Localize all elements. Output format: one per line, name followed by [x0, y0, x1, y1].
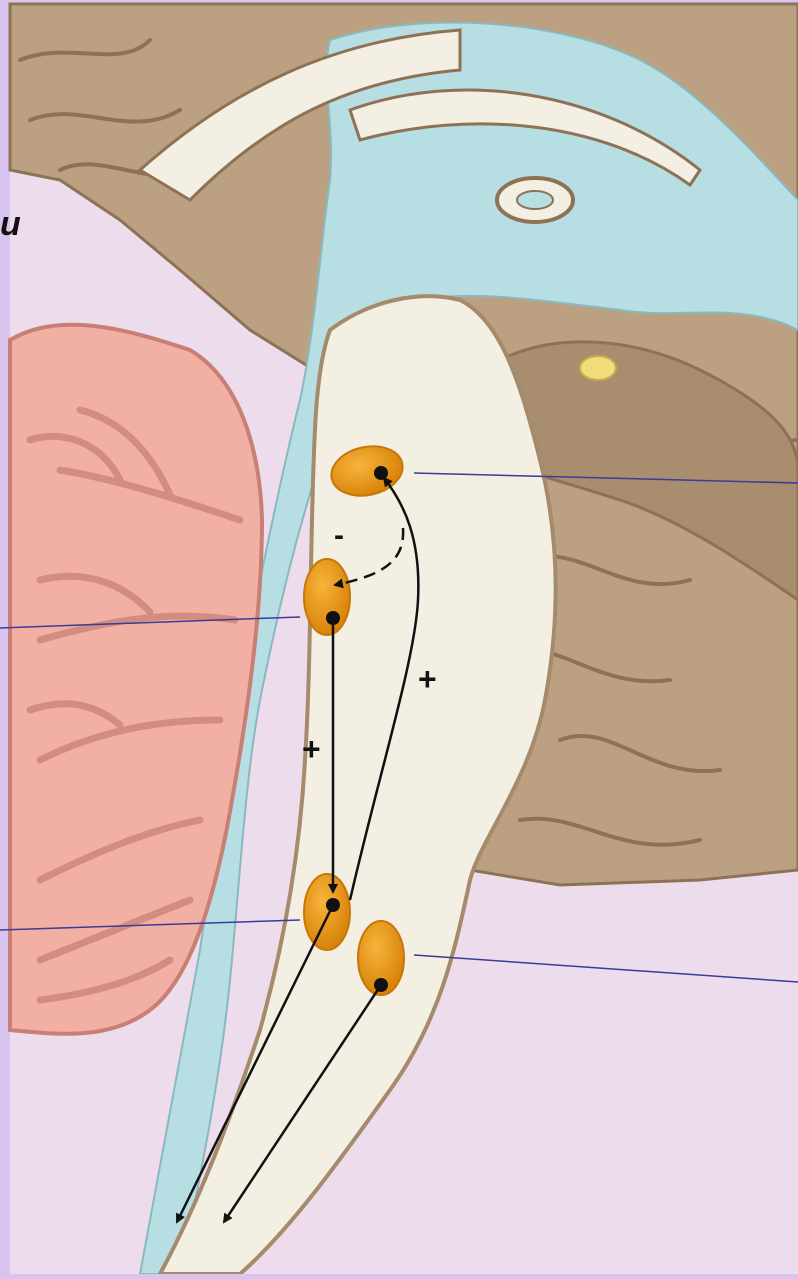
small-yellow-nucleus: [580, 356, 616, 380]
dot-lateral-nucleus: [374, 978, 388, 992]
interthalamic-hole: [517, 191, 553, 209]
cut-off-label-fragment: u: [0, 205, 21, 244]
dot-lower-nucleus: [326, 898, 340, 912]
ascending-plus-sign: +: [418, 661, 437, 697]
inhibitory-sign: -: [334, 519, 344, 552]
middle-nucleus: [304, 559, 350, 635]
lower-nucleus: [304, 874, 350, 950]
dot-middle-nucleus: [326, 611, 340, 625]
dot-upper-nucleus: [374, 466, 388, 480]
descending-plus-sign: +: [302, 731, 321, 767]
